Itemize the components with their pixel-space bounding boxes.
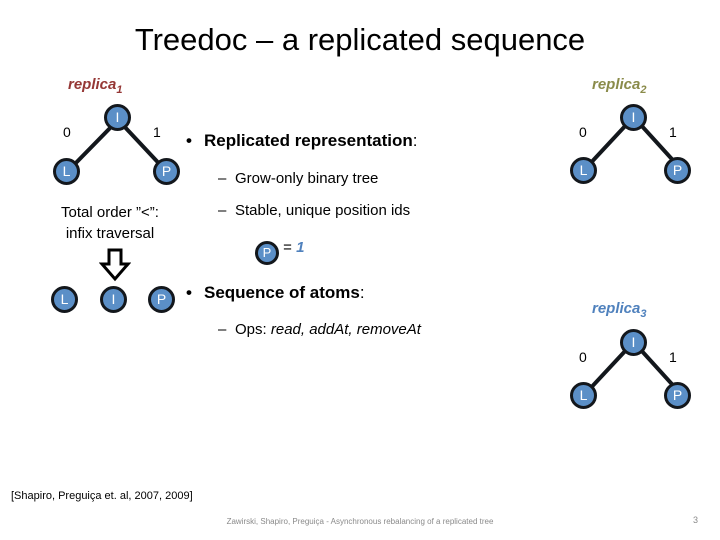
bullet-2-tail: :	[359, 283, 365, 302]
page-number: 3	[692, 515, 698, 525]
replica-1-edge-label-right: 1	[153, 124, 161, 140]
atom-sequence: L I P	[40, 286, 200, 318]
replica-1-name: replica	[68, 76, 117, 93]
replica-2-node-root[interactable]: I	[620, 104, 647, 131]
replica-1-edge-label-left: 0	[63, 124, 71, 140]
replica-1-label: replica1	[68, 76, 123, 96]
sub-bullet-dash-icon: –	[218, 202, 227, 219]
replica-2-edge-label-left: 0	[579, 124, 587, 140]
replica-3-node-right[interactable]: P	[664, 382, 691, 409]
sub-bullet-dash-icon: –	[218, 321, 227, 338]
sequence-node-1[interactable]: L	[51, 286, 78, 313]
replica-3-edge-label-right: 1	[669, 349, 677, 365]
replica-2-edge-label-right: 1	[669, 124, 677, 140]
replica-1-node-root[interactable]: I	[104, 104, 131, 131]
replica-3-name: replica	[592, 300, 641, 317]
replica-3-node-left[interactable]: L	[570, 382, 597, 409]
sub-bullet-1-text: Grow-only binary tree	[235, 170, 379, 187]
replica-3-index: 3	[640, 308, 647, 320]
replica-2-tree: I L P 0 1	[556, 100, 716, 190]
position-id-value: 1	[296, 239, 305, 256]
sequence-node-3[interactable]: P	[148, 286, 175, 313]
sequence-node-2[interactable]: I	[100, 286, 127, 313]
total-order-line-1: Total order ”<”:	[61, 204, 159, 221]
sub-bullet-ops: –Ops: read, addAt, removeAt	[218, 321, 421, 338]
bullet-marker-icon: •	[186, 131, 192, 150]
infix-traversal-arrow-icon	[98, 248, 132, 287]
sub-bullet-stable-unique-position-ids: –Stable, unique position ids	[218, 202, 410, 219]
replica-1-tree: I L P 0 1	[40, 100, 200, 190]
sub-bullet-ops-list: read, addAt, removeAt	[270, 321, 421, 338]
position-id-example: P = 1	[255, 236, 305, 265]
position-id-node[interactable]: P	[255, 241, 279, 265]
replica-3-label: replica3	[592, 300, 647, 320]
replica-2-label: replica2	[592, 76, 647, 96]
replica-3-node-root[interactable]: I	[620, 329, 647, 356]
page-title: Treedoc – a replicated sequence	[134, 22, 586, 57]
bullet-2-label: Sequence of atoms	[204, 283, 360, 302]
replica-2-node-left[interactable]: L	[570, 157, 597, 184]
citation: [Shapiro, Preguiça et. al, 2007, 2009]	[11, 490, 193, 502]
replica-1-index: 1	[116, 84, 123, 96]
sub-bullet-dash-icon: –	[218, 170, 227, 187]
bullet-1-label: Replicated representation	[204, 131, 413, 150]
bullet-1-tail: :	[412, 131, 418, 150]
position-id-equals: =	[283, 239, 292, 256]
bullet-sequence-of-atoms: • Sequence of atoms:	[186, 283, 365, 303]
total-order-line-2: infix traversal	[65, 225, 155, 242]
bullet-marker-icon: •	[186, 283, 192, 302]
bullet-replicated-representation: • Replicated representation:	[186, 131, 418, 151]
replica-2-name: replica	[592, 76, 641, 93]
replica-2-node-right[interactable]: P	[664, 157, 691, 184]
footer-text: Zawirski, Shapiro, Preguiça - Asynchrono…	[226, 517, 494, 526]
replica-3-edge-label-left: 0	[579, 349, 587, 365]
sub-bullet-ops-prefix: Ops:	[235, 321, 271, 338]
replica-1-node-right[interactable]: P	[153, 158, 180, 185]
replica-1-node-left[interactable]: L	[53, 158, 80, 185]
sub-bullet-2-text: Stable, unique position ids	[235, 202, 411, 219]
sub-bullet-grow-only-binary-tree: –Grow-only binary tree	[218, 170, 378, 187]
replica-3-tree: I L P 0 1	[556, 325, 716, 415]
replica-2-index: 2	[640, 84, 647, 96]
total-order-caption: Total order ”<”: infix traversal	[20, 202, 200, 244]
